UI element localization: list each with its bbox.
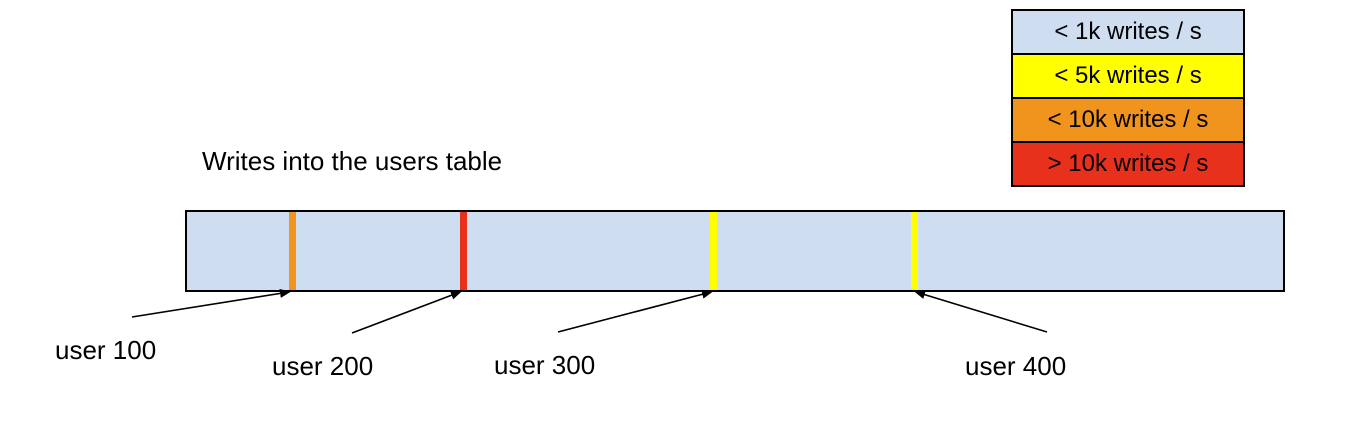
legend-item-lt-5k: < 5k writes / s <box>1011 53 1245 99</box>
legend-item-label: > 10k writes / s <box>1047 150 1209 177</box>
marker-label-user-100: user 100 <box>55 335 157 365</box>
diagram-title: Writes into the users table <box>202 146 503 176</box>
arrow-user-300 <box>557 289 713 333</box>
legend-item-label: < 1k writes / s <box>1054 18 1202 45</box>
legend-item-label: < 10k writes / s <box>1047 106 1209 133</box>
arrow-user-100 <box>131 288 291 318</box>
hotspot-stripe-user-300 <box>710 212 717 290</box>
marker-label-user-300: user 300 <box>494 350 596 380</box>
users-table-bar <box>185 210 1285 292</box>
marker-label-user-400: user 400 <box>965 351 1067 381</box>
arrow-user-200 <box>351 290 462 334</box>
hotspot-stripe-user-400 <box>911 212 918 290</box>
marker-label-user-200: user 200 <box>272 351 374 381</box>
legend-item-lt-1k: < 1k writes / s <box>1011 9 1245 55</box>
hotspot-stripe-user-100 <box>289 212 296 290</box>
legend-item-gt-10k: > 10k writes / s <box>1011 141 1245 187</box>
legend-item-lt-10k: < 10k writes / s <box>1011 97 1245 143</box>
legend-item-label: < 5k writes / s <box>1054 62 1202 89</box>
legend: < 1k writes / s < 5k writes / s < 10k wr… <box>1011 9 1245 187</box>
arrow-user-400 <box>914 290 1048 333</box>
hotspot-stripe-user-200 <box>460 212 467 290</box>
